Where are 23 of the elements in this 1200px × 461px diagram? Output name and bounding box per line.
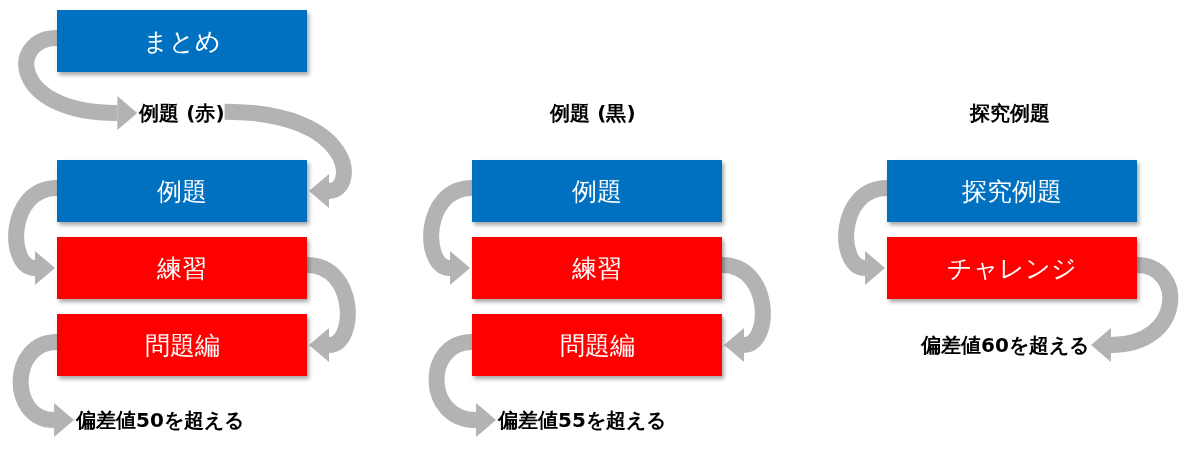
curved-arrow: [224, 103, 352, 208]
process-box: 問題編: [472, 314, 722, 376]
curved-arrow: [428, 333, 496, 437]
step-label: 偏差値60を超える: [921, 331, 1089, 359]
process-box: 練習: [57, 237, 307, 299]
process-box: 問題編: [57, 314, 307, 376]
curved-arrow: [423, 179, 474, 285]
curved-arrow: [8, 179, 59, 285]
process-box: まとめ: [57, 10, 307, 72]
step-label: 例題 (黒): [550, 99, 636, 127]
curved-arrow: [18, 29, 138, 130]
process-box: 例題: [57, 160, 307, 222]
step-label: 例題 (赤): [139, 99, 225, 127]
step-label: 偏差値55を超える: [498, 406, 666, 434]
step-label: 偏差値50を超える: [76, 406, 244, 434]
curved-arrow: [1091, 257, 1179, 362]
step-label: 探究例題: [970, 99, 1050, 127]
curved-arrow: [12, 333, 74, 437]
curved-arrow: [838, 179, 889, 285]
process-box: チャレンジ: [887, 237, 1137, 299]
process-box: 練習: [472, 237, 722, 299]
process-box: 探究例題: [887, 160, 1137, 222]
process-box: 例題: [472, 160, 722, 222]
